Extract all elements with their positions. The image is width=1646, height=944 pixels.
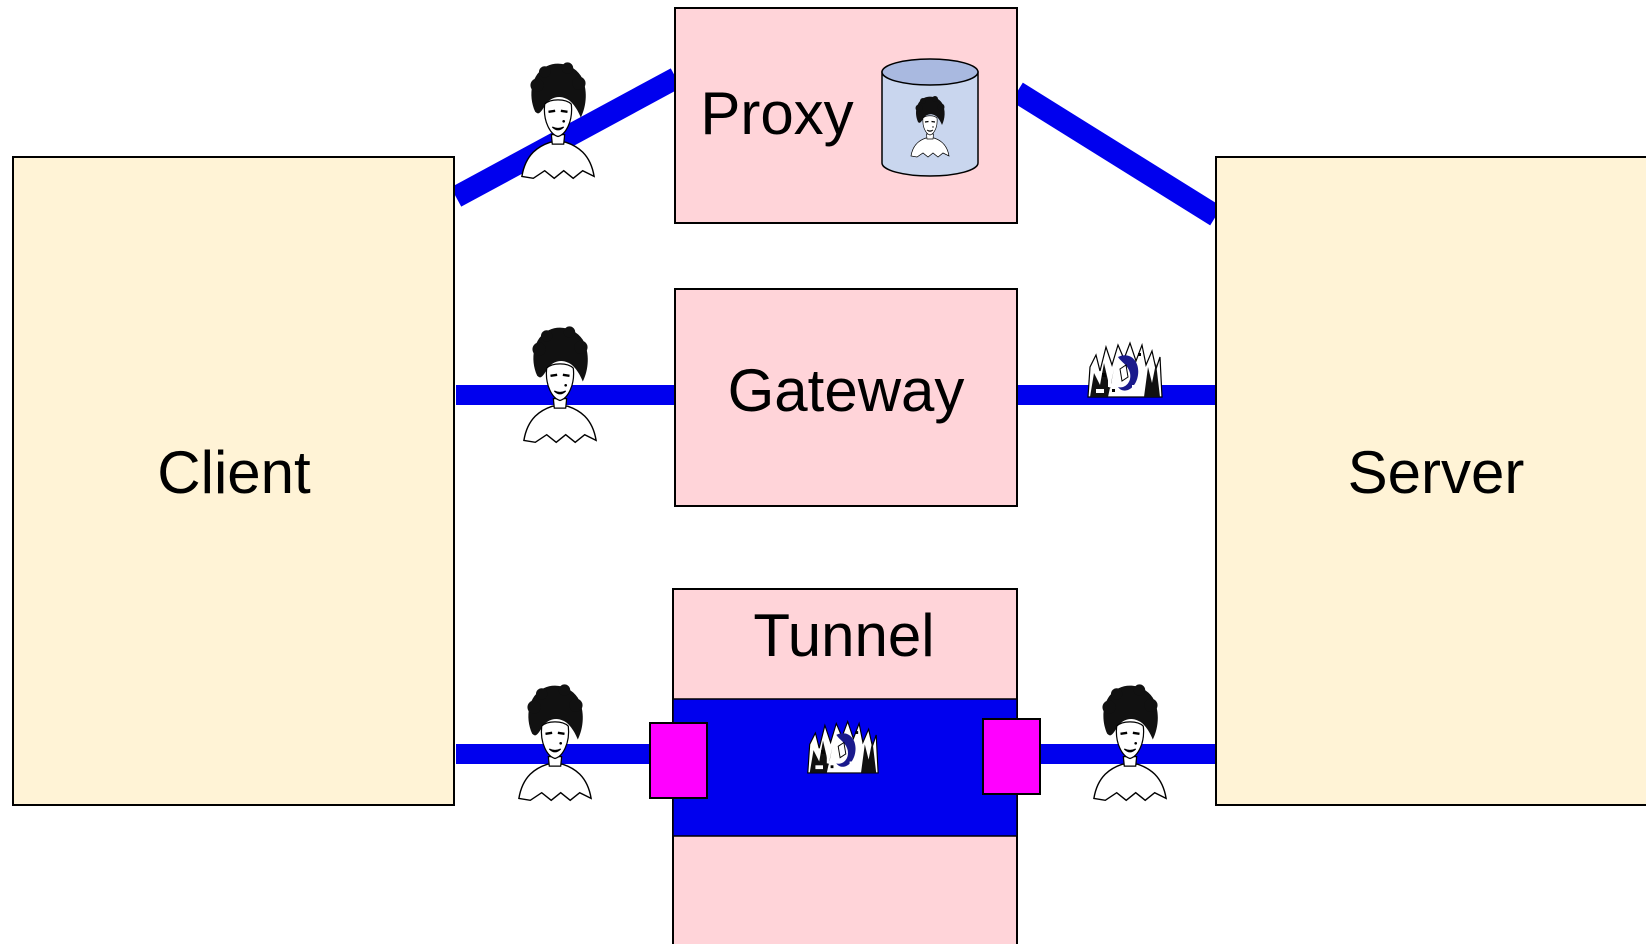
gateway-label: Gateway bbox=[728, 357, 965, 424]
server-label: Server bbox=[1348, 439, 1525, 506]
tunnel-label: Tunnel bbox=[753, 602, 934, 669]
server-node: Server bbox=[1215, 156, 1646, 806]
client-node: Client bbox=[12, 156, 455, 806]
tunnel-port-left bbox=[649, 722, 708, 799]
scrambled-portrait-icon bbox=[1087, 342, 1163, 398]
proxy-node: Proxy bbox=[674, 7, 1018, 224]
portrait-icon bbox=[517, 683, 593, 802]
portrait-icon bbox=[522, 325, 598, 444]
tunnel-port-right bbox=[982, 718, 1041, 795]
gateway-box bbox=[674, 288, 1018, 507]
server-box bbox=[1215, 156, 1646, 806]
gateway-node: Gateway bbox=[674, 288, 1018, 507]
portrait-icon bbox=[1092, 683, 1168, 802]
link-client-proxy bbox=[450, 68, 682, 207]
cache-cylinder-icon bbox=[881, 58, 979, 177]
client-label: Client bbox=[157, 439, 311, 506]
link-proxy-server bbox=[1011, 82, 1222, 226]
proxy-label: Proxy bbox=[700, 80, 853, 147]
client-box bbox=[12, 156, 455, 806]
